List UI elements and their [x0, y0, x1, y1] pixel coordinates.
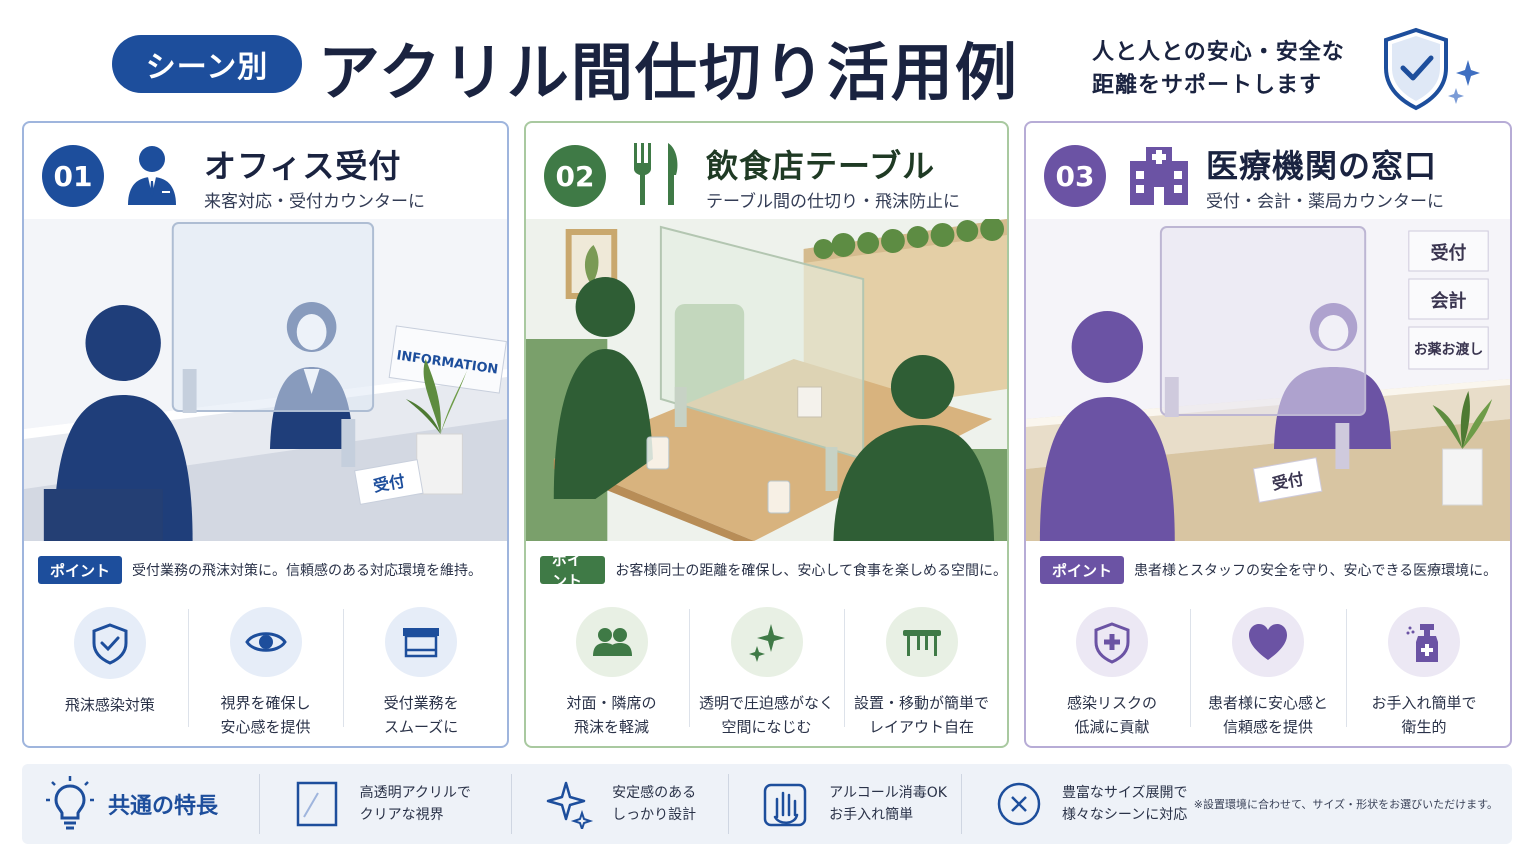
subtitle-line-1: 人と人との安心・安全な [1092, 40, 1345, 65]
feature-item: 患者様に安心感と 信頼感を提供 [1190, 597, 1346, 739]
feature-label: 安定感のある [612, 785, 697, 801]
page-title: アクリル間仕切り活用例 [318, 36, 1019, 109]
scene-office-illustration: INFORMATION 受付 [24, 219, 507, 541]
card-number: 03 [1044, 145, 1106, 207]
feature-item: お手入れ簡単で 衛生的 [1346, 597, 1502, 739]
feature-label-2: 低減に貢献 [1074, 718, 1150, 736]
feature-label: お手入れ簡単で [1371, 694, 1477, 712]
sparkle-outline-icon [546, 781, 594, 829]
lightbulb-icon [46, 776, 94, 830]
feature-item: 対面・隣席の 飛沫を軽減 [534, 597, 689, 739]
card-subtitle: 受付・会計・薬局カウンターに [1206, 192, 1444, 212]
feature-list: 対面・隣席の 飛沫を軽減 透明で圧迫感がなく 空間になじむ [534, 597, 999, 739]
feature-item: 設置・移動が簡単で レイアウト自在 [844, 597, 999, 739]
feature-label-2: 空間になじむ [721, 718, 812, 736]
fork-knife-icon [634, 143, 678, 205]
feature-label-2: 飛沫を軽減 [573, 718, 649, 736]
feature-label-2: しっかり設計 [612, 807, 697, 823]
card-office-reception: 01 オフィス受付 来客対応・受付カウンターに INFORMATION [22, 121, 509, 748]
card-title: 医療機関の窓口 [1206, 147, 1438, 185]
feature-list: 感染リスクの 低減に貢献 患者様に安心感と 信頼感を提供 [1034, 597, 1502, 739]
hand-sanitize-icon [763, 783, 807, 827]
feature-label-2: お手入れ簡単 [829, 807, 914, 823]
shield-check-icon [92, 623, 128, 665]
card-subtitle: 来客対応・受付カウンターに [204, 192, 425, 212]
common-feature-item: 高透明アクリルで クリアな視界 [258, 774, 511, 834]
sparkle-icon [748, 624, 785, 662]
point-badge: ポイント [38, 556, 123, 584]
feature-item: 感染リスクの 低減に貢献 [1034, 597, 1190, 739]
common-features-lead: 共通の特長 [22, 776, 259, 832]
point-row: ポイント お客様同士の距離を確保し、安心して食事を楽しめる空間に。 [526, 548, 1007, 592]
feature-label-2: レイアウト自在 [868, 718, 974, 736]
medicine-sign: お薬お渡し [1414, 341, 1483, 358]
people-icon [592, 628, 632, 656]
shield-plus-icon [1094, 622, 1130, 664]
card-restaurant-table: 02 飲食店テーブル テーブル間の仕切り・飛沫防止に [524, 121, 1009, 748]
feature-label: 視界を確保し [220, 694, 311, 712]
feature-label: 患者様に安心感と [1207, 694, 1328, 712]
point-text: お客様同士の距離を確保し、安心して食事を楽しめる空間に。 [615, 563, 1007, 579]
common-feature-item: アルコール消毒OK お手入れ簡単 [728, 774, 961, 834]
common-features-title: 共通の特長 [108, 794, 219, 819]
card-header: 02 飲食店テーブル テーブル間の仕切り・飛沫防止に [526, 123, 1007, 213]
feature-label-2: 衛生的 [1401, 718, 1447, 736]
scene-medical-illustration: 受付 会計 お薬お渡し 受付 [1026, 219, 1510, 541]
feature-label-2: 安心感を提供 [220, 718, 311, 736]
card-header: 01 オフィス受付 来客対応・受付カウンターに [24, 123, 507, 213]
payment-sign: 会計 [1431, 290, 1467, 312]
point-badge: ポイント [540, 551, 606, 590]
feature-label: 高透明アクリルで [359, 785, 471, 801]
counter-desk-icon [403, 628, 440, 658]
card-medical-counter: 03 医療機関の窓口 受付・会計・薬局カウンターに 受付 会計 お [1024, 121, 1512, 748]
businessperson-icon [128, 146, 176, 205]
header: シーン別 アクリル間仕切り活用例 人と人との安心・安全な 距離をサポートします [0, 0, 1536, 118]
shield-check-icon [1384, 27, 1480, 111]
subtitle-line-2: 距離をサポートします [1092, 73, 1323, 98]
feature-item: 受付業務を スムーズに [343, 597, 499, 739]
table-icon [902, 630, 941, 656]
common-feature-item: 豊富なサイズ展開で 様々なシーンに対応 [960, 774, 1194, 834]
feature-label: 受付業務を [383, 694, 459, 712]
heart-icon [1249, 624, 1287, 660]
feature-label: 対面・隣席の [566, 694, 657, 712]
feature-item: 透明で圧迫感がなく 空間になじむ [689, 597, 844, 739]
point-badge: ポイント [1040, 556, 1125, 584]
card-title: 飲食店テーブル [706, 147, 936, 185]
point-row: ポイント 受付業務の飛沫対策に。信頼感のある対応環境を維持。 [24, 548, 507, 592]
resize-icon [997, 782, 1041, 826]
card-header: 03 医療機関の窓口 受付・会計・薬局カウンターに [1026, 123, 1510, 213]
common-features-bar: 共通の特長 高透明アクリルで クリアな視界 安定感のある しっかり設計 アルコー… [22, 764, 1512, 844]
feature-item: 視界を確保し 安心感を提供 [187, 597, 344, 739]
card-number: 02 [544, 145, 606, 207]
acrylic-panel-icon [296, 781, 337, 827]
feature-label: 豊富なサイズ展開で [1061, 785, 1188, 801]
scene-restaurant-illustration [526, 219, 1007, 541]
feature-label-2: クリアな視界 [359, 807, 444, 823]
card-subtitle: テーブル間の仕切り・飛沫防止に [706, 192, 960, 212]
feature-label: アルコール消毒OK [829, 785, 947, 801]
point-text: 患者様とスタッフの安全を守り、安心できる医療環境に。 [1134, 563, 1498, 579]
feature-list: 飛沫感染対策 視界を確保し 安心感を提供 [32, 597, 499, 739]
feature-label: 感染リスクの [1066, 694, 1157, 712]
eye-icon [244, 632, 287, 652]
feature-item: 飛沫感染対策 [32, 597, 188, 739]
point-text: 受付業務の飛沫対策に。信頼感のある対応環境を維持。 [132, 563, 483, 579]
feature-label: 設置・移動が簡単で [853, 694, 989, 712]
feature-label-2: 信頼感を提供 [1222, 718, 1313, 736]
card-title: オフィス受付 [204, 147, 402, 185]
page-subtitle: 人と人との安心・安全な 距離をサポートします [1092, 36, 1345, 102]
hospital-icon [1130, 147, 1188, 205]
spray-bottle-icon [1406, 624, 1438, 662]
feature-label: 飛沫感染対策 [64, 696, 155, 714]
feature-label-2: スムーズに [384, 718, 459, 736]
footnote: ※設置環境に合わせて、サイズ・形状をお選びいただけます。 [1193, 798, 1498, 811]
card-number: 01 [42, 145, 104, 207]
common-feature-item: 安定感のある しっかり設計 [511, 774, 728, 834]
reception-sign: 受付 [1431, 242, 1467, 264]
feature-label-2: 様々なシーンに対応 [1061, 807, 1188, 823]
feature-label: 透明で圧迫感がなく [698, 694, 834, 712]
point-row: ポイント 患者様とスタッフの安全を守り、安心できる医療環境に。 [1026, 548, 1510, 592]
scene-badge: シーン別 [112, 35, 302, 93]
